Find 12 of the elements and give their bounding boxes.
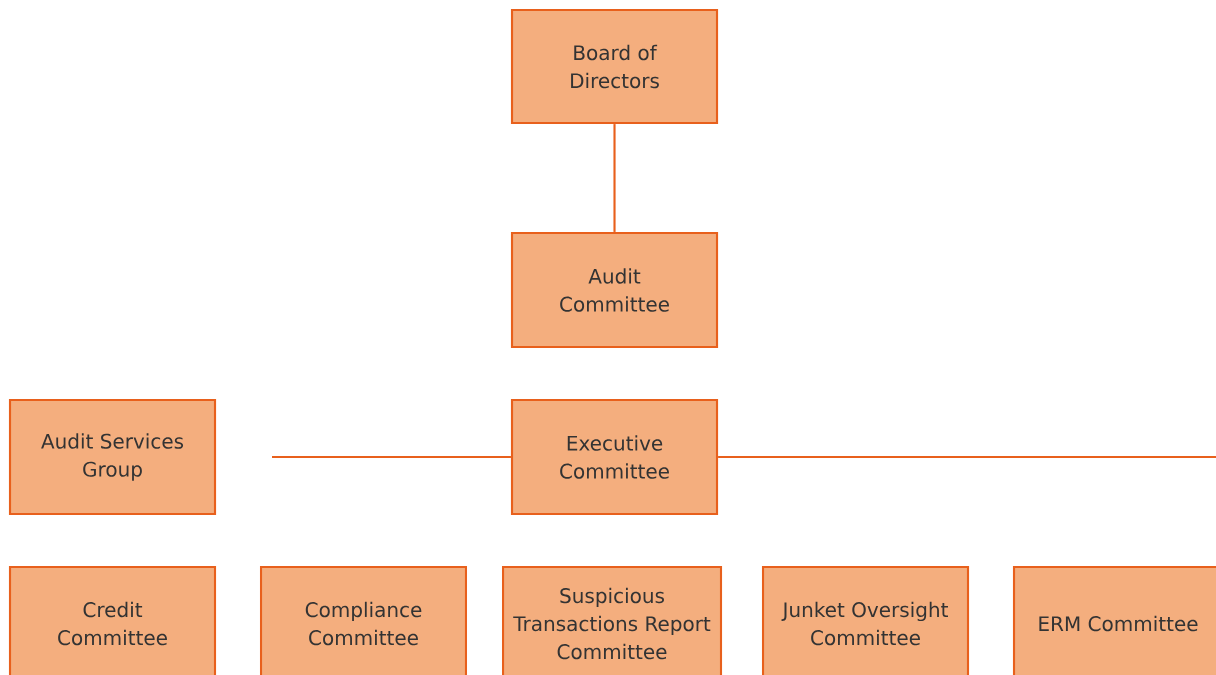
committee-box: Junket Oversight Committee (761, 565, 970, 675)
committee-box: Board of Directors (510, 8, 719, 125)
connector-line (718, 455, 1216, 459)
committee-box: Credit Committee (8, 565, 217, 675)
committee-box: Audit Services Group (8, 398, 217, 516)
committee-box: Executive Committee (510, 398, 719, 516)
committee-box: Compliance Committee (259, 565, 468, 675)
connector-line (613, 124, 616, 232)
committee-box: ERM Committee (1012, 565, 1216, 675)
committee-box: Suspicious Transactions Report Committee (501, 565, 723, 675)
committee-box: Audit Committee (510, 231, 719, 349)
connector-line (272, 455, 511, 459)
